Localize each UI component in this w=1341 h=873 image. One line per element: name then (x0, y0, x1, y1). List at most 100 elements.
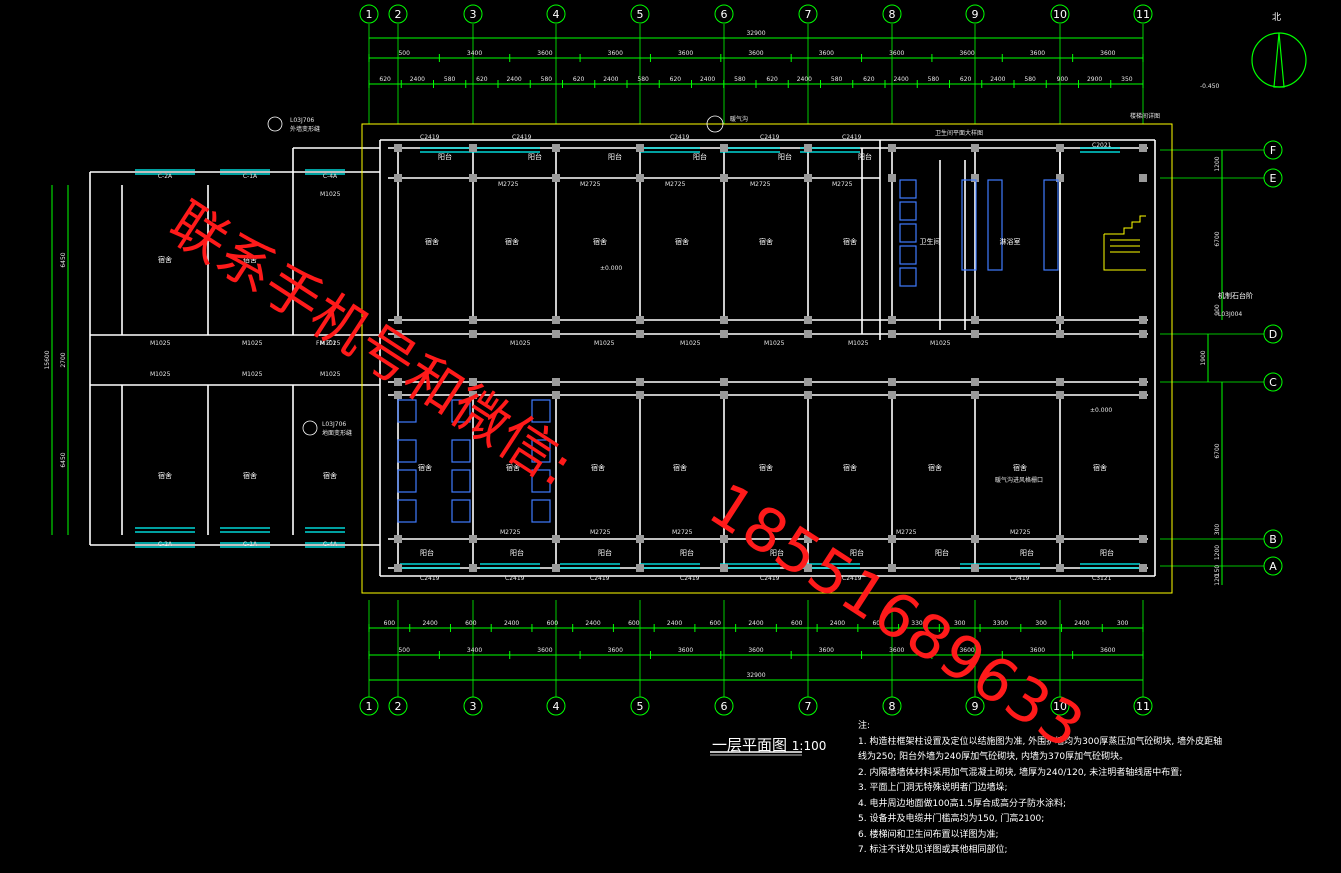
callout-label: L03J706 (322, 421, 346, 428)
dim-text: 580 (541, 76, 553, 83)
shower-rect (987, 179, 1003, 271)
column-square (469, 535, 477, 543)
column-square (720, 316, 728, 324)
column-square (888, 378, 896, 386)
door-label: M2725 (590, 529, 611, 536)
axis-label: F (1270, 144, 1276, 157)
dim-text: 2400 (700, 76, 715, 83)
axis-label: 4 (553, 700, 560, 713)
column-square (804, 564, 812, 572)
room-label: 宿舍 (673, 463, 687, 472)
dim-text: 2400 (990, 76, 1005, 83)
notes-block: 注: 1. 构造柱框架柱设置及定位以结施图为准, 外围护墙均为300厚蒸压加气砼… (858, 719, 1328, 859)
balcony-label: 阳台 (510, 548, 524, 557)
walls (89, 123, 1173, 594)
toilet-stall-rect (899, 223, 917, 243)
column-square (720, 144, 728, 152)
balcony-label: 阳台 (850, 548, 864, 557)
callout-label: 楼梯间详图 (1130, 112, 1160, 120)
door-label: M1025 (594, 340, 615, 347)
north-label: 北 (1272, 12, 1281, 23)
column-square (552, 316, 560, 324)
axis-bubble-icon (798, 4, 818, 24)
dim-text: 2400 (748, 620, 763, 627)
dim-text: 3600 (537, 647, 552, 654)
dim-text: 1900 (1200, 350, 1207, 365)
balcony-label: 阳台 (770, 548, 784, 557)
dim-text: 600 (465, 620, 477, 627)
column-square (394, 316, 402, 324)
axis-bubble-icon (630, 4, 650, 24)
axis-label: 6 (721, 700, 728, 713)
balcony-label: 阳台 (608, 152, 622, 161)
dim-text: 580 (831, 76, 843, 83)
dim-text: 620 (960, 76, 972, 83)
column-square (469, 316, 477, 324)
column-square (804, 316, 812, 324)
column-square (552, 330, 560, 338)
column-square (552, 378, 560, 386)
column-square (888, 174, 896, 182)
column-square (804, 174, 812, 182)
dim-text: 3600 (748, 647, 763, 654)
room-label: 宿舍 (759, 463, 773, 472)
window-label: C2419 (1010, 575, 1030, 582)
room-label: 宿舍 (243, 255, 257, 264)
dim-text: 2400 (797, 76, 812, 83)
axis-label: C (1269, 376, 1277, 389)
elevation-label: -0.450 (1200, 83, 1220, 90)
columns (394, 144, 1147, 572)
axis-label: 3 (470, 700, 477, 713)
room-label: 宿舍 (759, 237, 773, 246)
column-square (888, 316, 896, 324)
column-square (720, 378, 728, 386)
dim-text: 3600 (537, 50, 552, 57)
callout-label: 地面变形缝 (322, 429, 352, 437)
axis-bubble-icon (714, 4, 734, 24)
dim-text: 580 (444, 76, 456, 83)
window-label: C3121 (1092, 575, 1112, 582)
column-square (804, 535, 812, 543)
notes-heading: 注: (858, 721, 871, 731)
column-square (720, 535, 728, 543)
axis-bubble-icon (463, 4, 483, 24)
dim-text: 3400 (467, 647, 482, 654)
column-square (1139, 391, 1147, 399)
column-square (804, 391, 812, 399)
column-square (971, 316, 979, 324)
room-label: 宿舍 (506, 463, 520, 472)
room-label: 宿舍 (843, 463, 857, 472)
dim-text: 300 (1035, 620, 1047, 627)
room-label: 宿舍 (1013, 463, 1027, 472)
door-label: M2725 (580, 181, 601, 188)
axis-bubble-icon (546, 4, 566, 24)
column-square (469, 174, 477, 182)
balcony-label: 阳台 (693, 152, 707, 161)
room-label: 宿舍 (928, 463, 942, 472)
column-square (469, 144, 477, 152)
dim-text: 3300 (911, 620, 926, 627)
dim-text: 580 (928, 76, 940, 83)
north-arrow-circle-icon (1251, 32, 1307, 88)
dim-text: 32900 (746, 672, 765, 679)
notes-item: 4. 电井周边地面做100高1.5厚合成高分子防水涂料; (858, 798, 1066, 809)
wardrobe-rect (531, 399, 551, 423)
column-square (1056, 330, 1064, 338)
wardrobe-rect (531, 499, 551, 523)
room-label: 宿舍 (843, 237, 857, 246)
column-square (636, 174, 644, 182)
dim-text: 3600 (1030, 647, 1045, 654)
axis-label: A (1269, 560, 1277, 573)
door-label: M1025 (680, 340, 701, 347)
room-label: 宿舍 (675, 237, 689, 246)
dim-text: 620 (670, 76, 682, 83)
column-square (394, 174, 402, 182)
column-square (1056, 535, 1064, 543)
dim-text: 3600 (608, 647, 623, 654)
column-square (1056, 391, 1064, 399)
balcony-label: 阳台 (528, 152, 542, 161)
dim-text: 300 (954, 620, 966, 627)
dim-text: 3600 (678, 50, 693, 57)
